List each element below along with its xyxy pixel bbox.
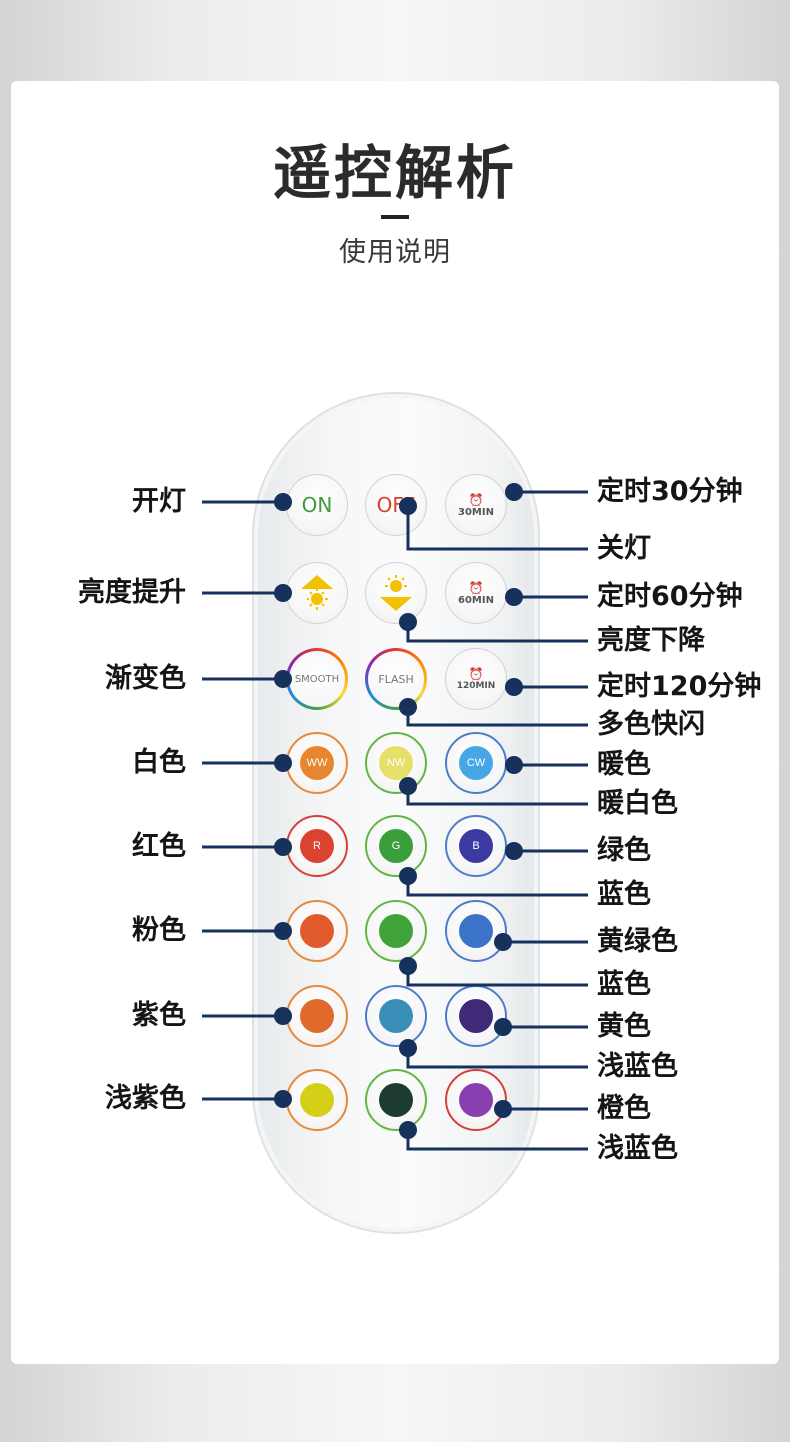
cw-label: CW	[466, 757, 486, 769]
r-button[interactable]: R	[286, 815, 348, 877]
color-button-orange-red[interactable]	[286, 900, 348, 962]
timer-120-button[interactable]: ⏰ 120MIN	[445, 648, 507, 710]
color-dot	[379, 1083, 413, 1117]
color-button-yellow[interactable]	[286, 1069, 348, 1131]
r-label: R	[313, 840, 321, 852]
color-button-green[interactable]	[365, 900, 427, 962]
off-button-label: OFF	[376, 493, 416, 517]
flash-button-label: FLASH	[378, 672, 414, 686]
color-button-blue[interactable]	[445, 900, 507, 962]
color-dot	[459, 1083, 493, 1117]
label-blue: 蓝色	[597, 879, 651, 910]
label-on: 开灯	[132, 486, 186, 517]
cw-button[interactable]: CW	[445, 732, 507, 794]
label-brightness-up: 亮度提升	[78, 577, 186, 608]
label-timer-60: 定时60分钟	[597, 581, 743, 612]
label-flash: 多色快闪	[597, 709, 705, 740]
smooth-button-label: SMOOTH	[294, 673, 340, 685]
ww-button[interactable]: WW	[286, 732, 348, 794]
label-pink: 粉色	[132, 915, 186, 946]
label-timer-120: 定时120分钟	[597, 671, 762, 702]
label-warm-white: 暖白色	[597, 788, 678, 819]
color-button-orange[interactable]	[286, 985, 348, 1047]
label-white: 白色	[132, 747, 186, 778]
nw-button[interactable]: NW	[365, 732, 427, 794]
on-button[interactable]: ON	[286, 474, 348, 536]
cw-dot: CW	[459, 746, 493, 780]
label-timer-30: 定时30分钟	[597, 476, 743, 507]
b-dot: B	[459, 829, 493, 863]
brightness-up-button[interactable]	[286, 562, 348, 624]
label-warm: 暖色	[597, 749, 651, 780]
g-button[interactable]: G	[365, 815, 427, 877]
color-dot	[459, 914, 493, 948]
ww-label: WW	[306, 757, 328, 769]
brightness-up-icon	[301, 575, 333, 610]
nw-label: NW	[386, 757, 406, 769]
timer-120-label: 120MIN	[456, 681, 496, 691]
g-dot: G	[379, 829, 413, 863]
color-button-purple[interactable]	[445, 1069, 507, 1131]
label-light-purple: 浅紫色	[105, 1083, 186, 1114]
smooth-button[interactable]: SMOOTH	[286, 648, 348, 710]
label-yellow: 黄色	[597, 1011, 651, 1042]
label-blue-2: 蓝色	[597, 969, 651, 1000]
timer-60-label: 60MIN	[458, 594, 494, 606]
ww-dot: WW	[300, 746, 334, 780]
timer-60-button[interactable]: ⏰ 60MIN	[445, 562, 507, 624]
label-light-blue-2: 浅蓝色	[597, 1133, 678, 1164]
color-button-indigo[interactable]	[445, 985, 507, 1047]
brightness-down-icon	[380, 575, 412, 611]
label-gradient: 渐变色	[105, 663, 186, 694]
brightness-down-button[interactable]	[365, 562, 427, 624]
color-dot	[300, 914, 334, 948]
label-brightness-down: 亮度下降	[597, 625, 705, 656]
timer-30-button[interactable]: ⏰ 30MIN	[445, 474, 507, 536]
timer-30-label: 30MIN	[458, 506, 494, 518]
label-green: 绿色	[597, 835, 651, 866]
label-purple: 紫色	[132, 1000, 186, 1031]
color-button-dark-green[interactable]	[365, 1069, 427, 1131]
color-dot	[300, 1083, 334, 1117]
page-subtitle: 使用说明	[339, 237, 451, 268]
label-light-blue: 浅蓝色	[597, 1051, 678, 1082]
title-divider	[381, 215, 409, 219]
color-dot	[300, 999, 334, 1033]
r-dot: R	[300, 829, 334, 863]
g-label: G	[391, 840, 401, 852]
on-button-label: ON	[301, 493, 333, 517]
label-orange: 橙色	[597, 1093, 651, 1124]
alarm-clock-icon: ⏰	[468, 492, 484, 507]
color-button-teal[interactable]	[365, 985, 427, 1047]
color-dot	[379, 999, 413, 1033]
alarm-clock-icon: ⏰	[468, 580, 484, 595]
off-button[interactable]: OFF	[365, 474, 427, 536]
b-label: B	[472, 840, 480, 852]
b-button[interactable]: B	[445, 815, 507, 877]
page-title: 遥控解析	[272, 139, 517, 207]
flash-button[interactable]: FLASH	[365, 648, 427, 710]
alarm-clock-icon: ⏰	[468, 667, 484, 681]
label-red: 红色	[132, 831, 186, 862]
color-dot	[379, 914, 413, 948]
label-off: 关灯	[597, 533, 651, 564]
nw-dot: NW	[379, 746, 413, 780]
label-yellow-green: 黄绿色	[597, 926, 678, 957]
color-dot	[459, 999, 493, 1033]
